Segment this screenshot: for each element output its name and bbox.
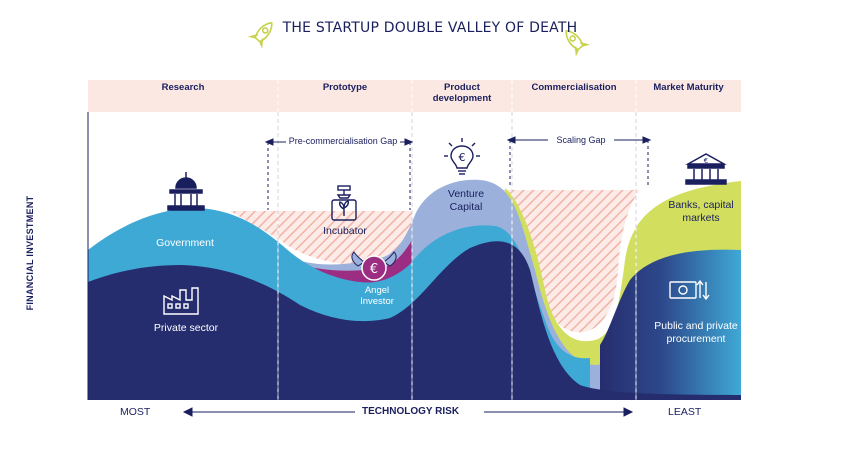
government-building-icon bbox=[167, 172, 205, 211]
technology-risk-axis bbox=[182, 407, 634, 417]
venture-capital-label: Venture Capital bbox=[447, 188, 485, 213]
angel-coin-icon: € bbox=[351, 251, 397, 281]
y-axis-label: FINANCIAL INVESTMENT bbox=[25, 195, 35, 311]
phase-header-band bbox=[88, 80, 741, 112]
private-sector-label: Private sector bbox=[153, 322, 219, 334]
phase-prototype: Prototype bbox=[322, 82, 368, 93]
x-axis-label: TECHNOLOGY RISK bbox=[362, 406, 460, 417]
private-sector-band bbox=[88, 241, 741, 400]
svg-text:€: € bbox=[459, 151, 466, 164]
svg-text:€: € bbox=[370, 262, 378, 277]
phase-market-maturity: Market Maturity bbox=[653, 82, 724, 93]
phase-research: Research bbox=[161, 82, 205, 93]
government-label: Government bbox=[156, 237, 214, 249]
lightbulb-euro-icon: € bbox=[444, 138, 480, 175]
svg-text:€: € bbox=[704, 157, 708, 165]
least-label: LEAST bbox=[668, 406, 702, 418]
factory-icon bbox=[163, 287, 199, 315]
diagram-title: THE STARTUP DOUBLE VALLEY OF DEATH bbox=[282, 20, 578, 36]
banks-capital-markets-label: Banks, capital markets bbox=[668, 199, 734, 224]
pre-commercialisation-gap-label: Pre-commercialisation Gap bbox=[286, 135, 400, 147]
rocket-icon bbox=[247, 21, 273, 49]
phase-product-development: Product development bbox=[432, 82, 492, 104]
scaling-gap-label: Scaling Gap bbox=[548, 134, 614, 146]
pre-commercialisation-gap-zone bbox=[230, 211, 412, 268]
rocket-icon bbox=[565, 29, 591, 57]
angel-investor-label: Angel Investor bbox=[360, 285, 394, 307]
procurement-label: Public and private procurement bbox=[654, 320, 738, 345]
most-label: MOST bbox=[120, 406, 151, 418]
incubator-label: Incubator bbox=[323, 225, 367, 237]
incubator-icon bbox=[331, 185, 357, 221]
money-arrows-icon bbox=[669, 279, 710, 301]
scaling-gap-zone bbox=[500, 190, 640, 333]
phase-commercialisation: Commercialisation bbox=[531, 82, 617, 93]
bank-euro-icon: € bbox=[685, 153, 727, 185]
